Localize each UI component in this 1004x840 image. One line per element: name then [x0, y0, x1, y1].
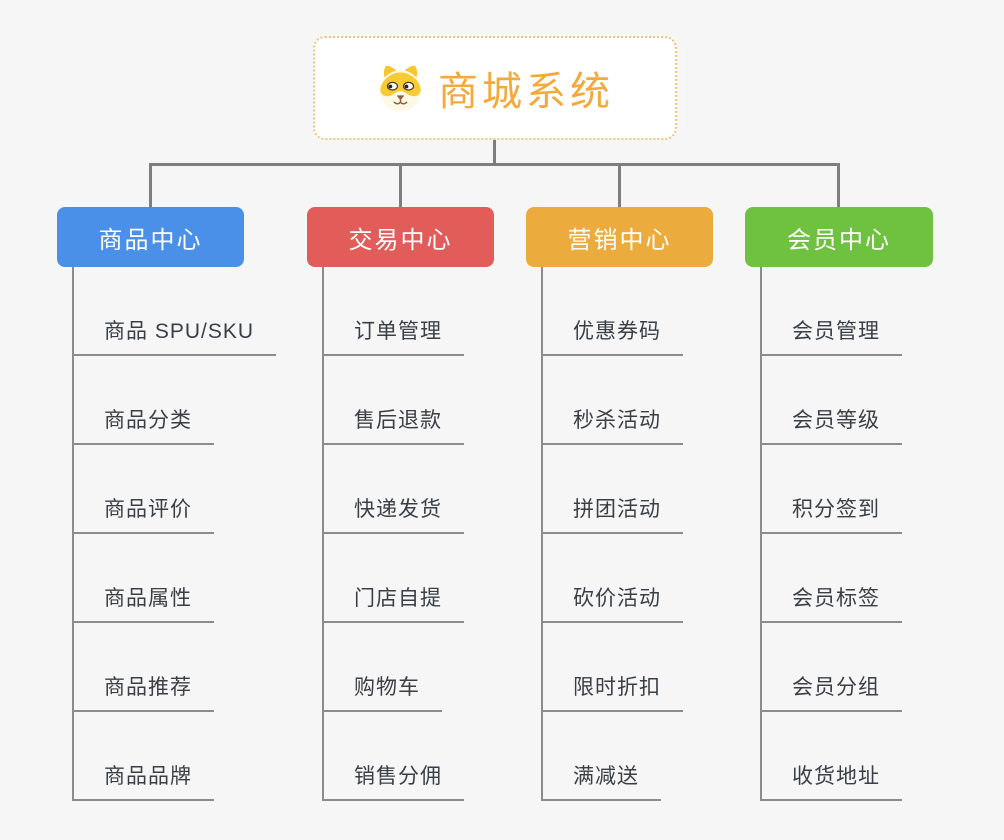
- connector-drop-marketing: [618, 163, 621, 207]
- leaf-node-after-sale-refund[interactable]: 售后退款: [322, 408, 464, 445]
- leaf-node-limited-discount[interactable]: 限时折扣: [541, 675, 683, 712]
- leaf-node-points-checkin[interactable]: 积分签到: [760, 497, 902, 534]
- leaf-node-product-recommend[interactable]: 商品推荐: [72, 675, 214, 712]
- leaf-node-coupon-code[interactable]: 优惠券码: [541, 319, 683, 356]
- connector-column-line: [760, 267, 762, 799]
- leaf-node-group-buy[interactable]: 拼团活动: [541, 497, 683, 534]
- leaf-node-product-review[interactable]: 商品评价: [72, 497, 214, 534]
- leaf-node-member-management[interactable]: 会员管理: [760, 319, 902, 356]
- leaf-node-shipping-address[interactable]: 收货地址: [760, 764, 902, 801]
- connector-column-line: [541, 267, 543, 799]
- branch-children-trade-center: 订单管理 售后退款 快递发货 门店自提 购物车 销售分佣: [322, 267, 552, 801]
- leaf-node-product-spu-sku[interactable]: 商品 SPU/SKU: [72, 319, 277, 356]
- branch-node-member-center[interactable]: 会员中心: [745, 207, 933, 267]
- leaf-node-product-category[interactable]: 商品分类: [72, 408, 214, 445]
- leaf-node-sales-commission[interactable]: 销售分佣: [322, 764, 464, 801]
- branch-children-product-center: 商品 SPU/SKU 商品分类 商品评价 商品属性 商品推荐 商品品牌: [72, 267, 302, 801]
- leaf-node-product-brand[interactable]: 商品品牌: [72, 764, 214, 801]
- branch-node-marketing-center[interactable]: 营销中心: [526, 207, 713, 267]
- root-node-mall-system[interactable]: 商城系统: [313, 36, 677, 140]
- leaf-node-store-pickup[interactable]: 门店自提: [322, 586, 464, 623]
- connector-column-line: [72, 267, 74, 799]
- connector-drop-trade: [399, 163, 402, 207]
- leaf-node-full-reduction[interactable]: 满减送: [541, 764, 661, 801]
- connector-root-stub: [493, 140, 496, 164]
- leaf-node-member-tag[interactable]: 会员标签: [760, 586, 902, 623]
- leaf-node-shopping-cart[interactable]: 购物车: [322, 675, 442, 712]
- leaf-node-member-level[interactable]: 会员等级: [760, 408, 902, 445]
- branch-node-trade-center[interactable]: 交易中心: [307, 207, 494, 267]
- leaf-node-bargain[interactable]: 砍价活动: [541, 586, 683, 623]
- leaf-node-member-group[interactable]: 会员分组: [760, 675, 902, 712]
- leaf-node-flash-sale[interactable]: 秒杀活动: [541, 408, 683, 445]
- leaf-node-express-delivery[interactable]: 快递发货: [322, 497, 464, 534]
- branch-node-product-center[interactable]: 商品中心: [57, 207, 244, 267]
- leaf-node-order-management[interactable]: 订单管理: [322, 319, 464, 356]
- branch-children-marketing-center: 优惠券码 秒杀活动 拼团活动 砍价活动 限时折扣 满减送: [541, 267, 771, 801]
- shiba-dog-icon: [379, 65, 422, 111]
- branch-children-member-center: 会员管理 会员等级 积分签到 会员标签 会员分组 收货地址: [760, 267, 990, 801]
- leaf-node-product-attribute[interactable]: 商品属性: [72, 586, 214, 623]
- root-node-title: 商城系统: [438, 70, 614, 114]
- connector-column-line: [322, 267, 324, 799]
- connector-drop-member: [837, 163, 840, 207]
- connector-horizontal-rail: [149, 163, 840, 166]
- connector-drop-product: [149, 163, 152, 207]
